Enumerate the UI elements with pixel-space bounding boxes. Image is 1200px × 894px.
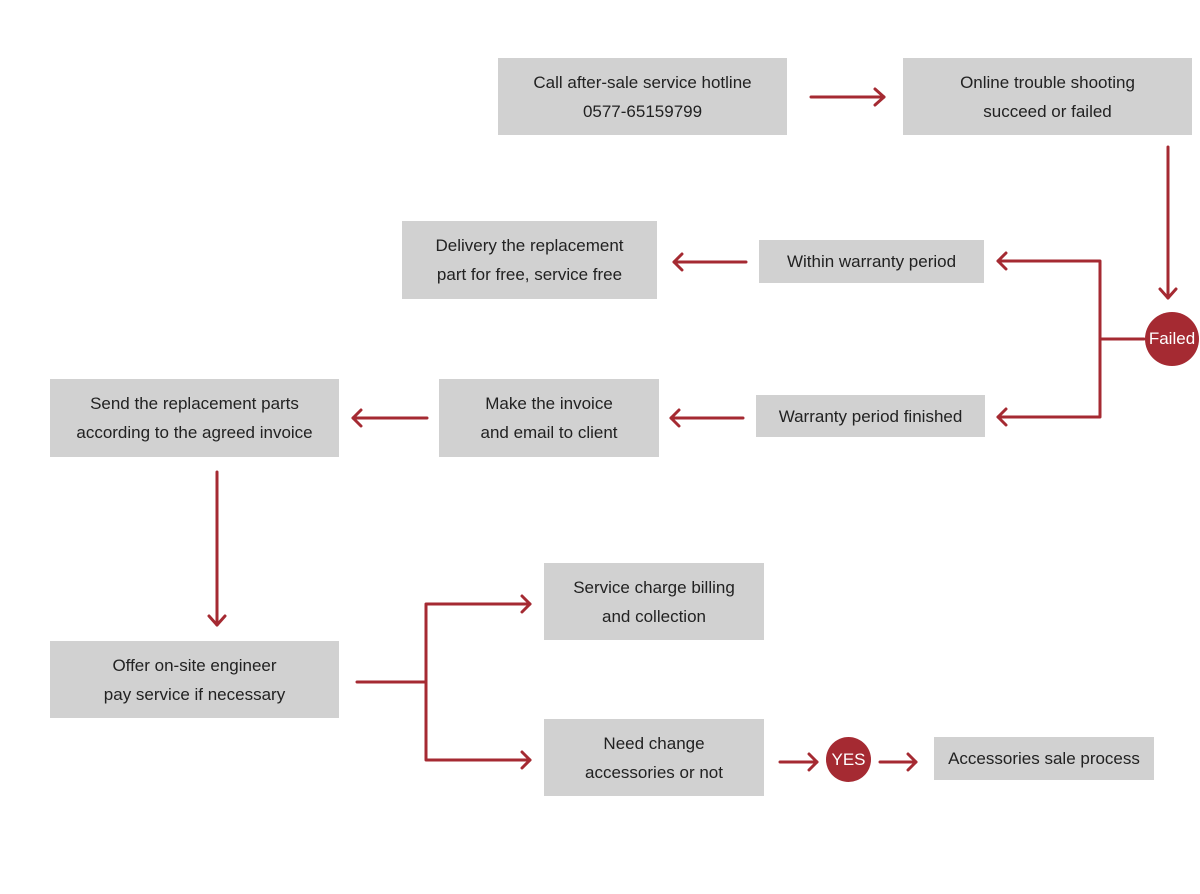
arrow-onsite-to-billing-head [520,594,532,614]
arrow-finished-to-invoice-head [669,408,681,428]
node-service-billing: Service charge billing and collection [544,563,764,640]
node-service-billing-line1: Service charge billing [573,577,735,597]
node-trouble-shooting-line1: Online trouble shooting [960,72,1135,92]
arrow-yes-to-sale-head [906,752,918,772]
arrow-failed-to-within-head [996,251,1008,271]
node-need-accessories-line1: Need change [603,733,705,753]
arrow-accessories-to-yes-head [807,752,819,772]
arrow-invoice-to-send-head [351,408,363,428]
node-accessories-sale-line1: Accessories sale process [948,749,1140,768]
node-delivery-free-line1: Delivery the replacement [435,236,624,255]
failed-badge-label: Failed [1148,329,1196,348]
yes-badge: YES [826,737,871,782]
node-onsite-engineer-line2: pay service if necessary [103,684,286,704]
node-send-parts: Send the replacement parts according to … [50,379,339,457]
node-onsite-engineer-line1: Offer on-site engineer [112,655,277,675]
connector-failed-branch [996,259,1102,419]
node-warranty-finished-line1: Warranty period finished [778,406,963,426]
node-hotline: Call after-sale service hotline 0577-651… [498,58,787,135]
node-delivery-free-line2: part for free, service free [436,265,623,284]
node-need-accessories: Need change accessories or not [544,719,764,796]
node-onsite-engineer: Offer on-site engineer pay service if ne… [50,641,339,718]
arrow-trouble-to-failed-head [1158,287,1178,300]
node-hotline-line1: Call after-sale service hotline [533,72,752,92]
yes-badge-label: YES [831,749,866,769]
node-make-invoice: Make the invoice and email to client [439,379,659,457]
node-warranty-finished: Warranty period finished [756,395,985,437]
node-trouble-shooting: Online trouble shooting succeed or faile… [903,58,1192,135]
node-send-parts-line2: according to the agreed invoice [76,423,313,442]
node-need-accessories-line2: accessories or not [585,762,723,782]
arrow-hotline-to-trouble-head [873,87,886,107]
node-delivery-free: Delivery the replacement part for free, … [402,221,657,299]
node-within-warranty: Within warranty period [759,240,984,283]
node-make-invoice-line1: Make the invoice [485,394,613,413]
node-within-warranty-line1: Within warranty period [786,252,957,271]
arrow-failed-to-finished-head [996,407,1008,427]
node-hotline-line2: 0577-65159799 [582,101,703,121]
node-trouble-shooting-line2: succeed or failed [983,101,1112,121]
node-service-billing-line2: and collection [602,606,706,626]
node-make-invoice-line2: and email to client [480,423,618,442]
connector-onsite-branch [355,602,532,762]
node-send-parts-line1: Send the replacement parts [90,394,299,413]
failed-badge: Failed [1145,312,1199,366]
node-accessories-sale: Accessories sale process [934,737,1154,780]
arrow-within-to-delivery-head [672,252,684,272]
arrow-send-to-onsite-head [207,614,227,627]
arrow-onsite-to-accessories-head [520,750,532,770]
